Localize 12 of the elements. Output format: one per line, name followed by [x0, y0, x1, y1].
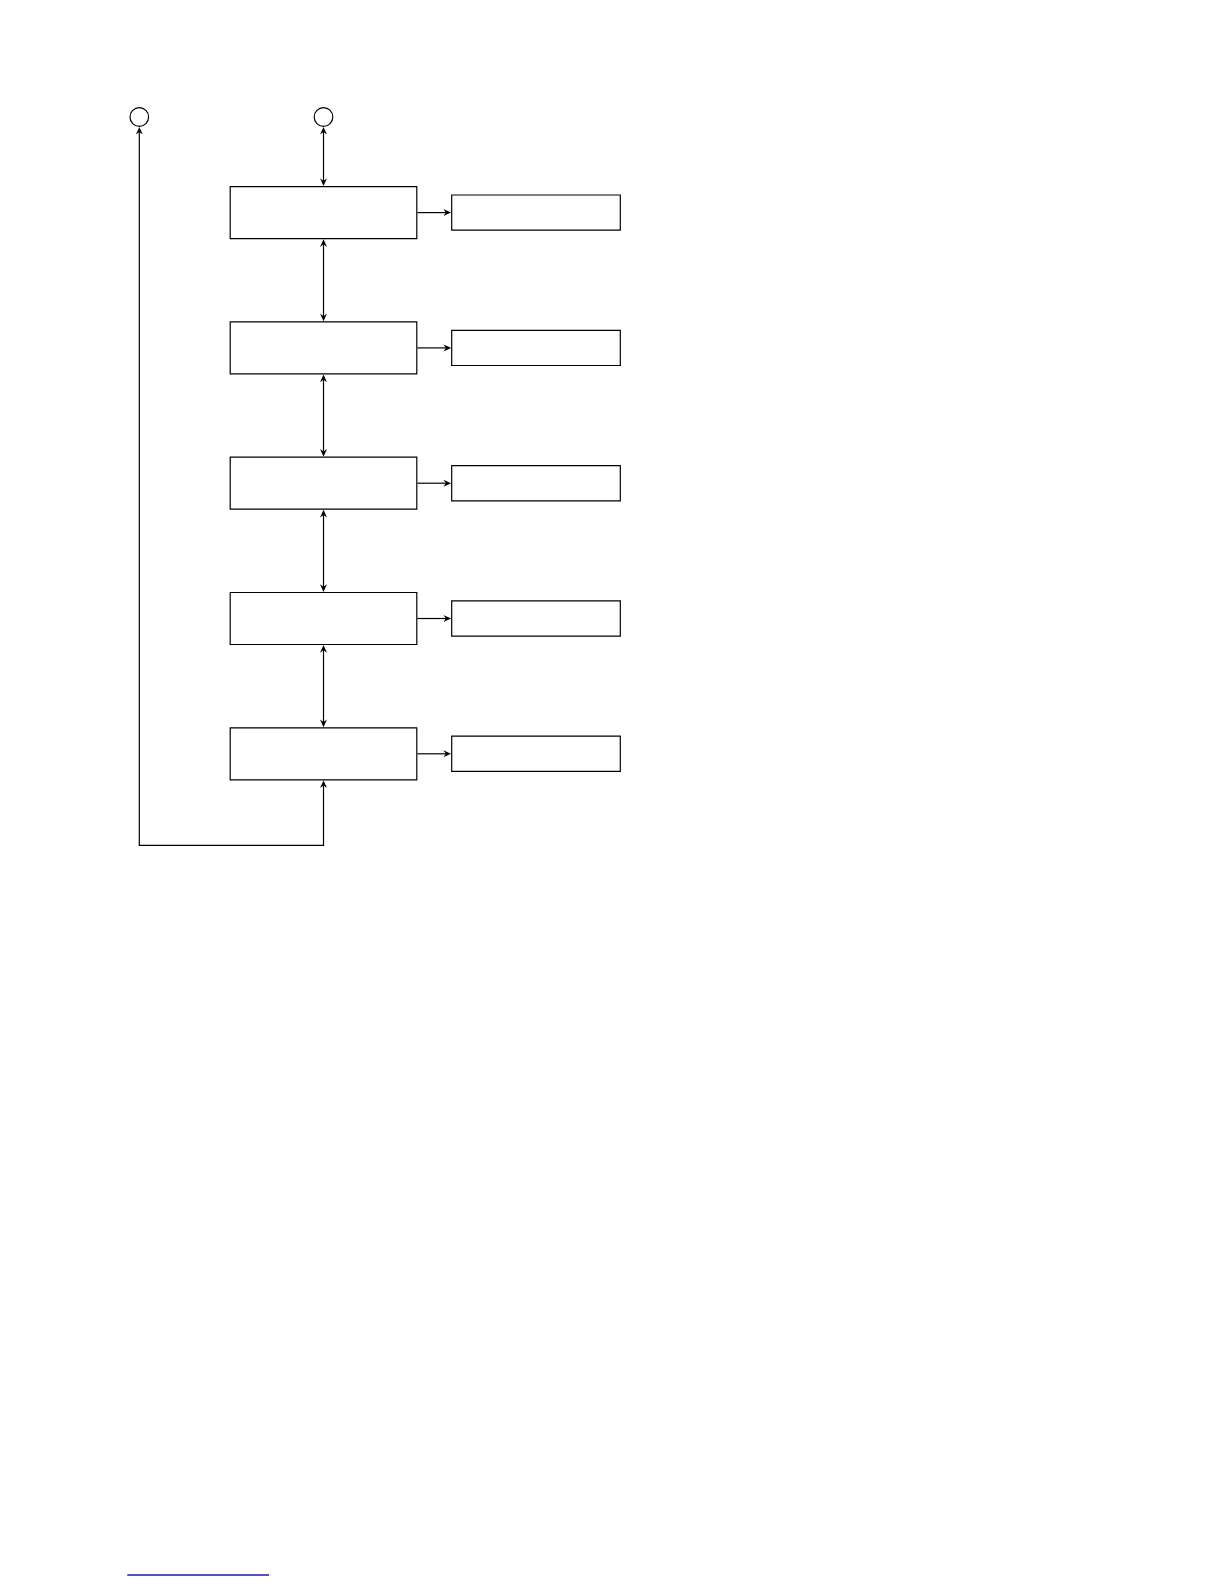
output-box [451, 735, 621, 772]
process-box [229, 456, 418, 510]
process-box [229, 591, 418, 646]
output-box [451, 465, 621, 502]
process-box [229, 321, 418, 375]
output-box [451, 329, 621, 367]
connector-circle [313, 107, 334, 127]
process-box [229, 727, 418, 781]
output-box [451, 600, 621, 637]
process-box [229, 186, 418, 240]
output-box [451, 194, 621, 231]
connector-circle [129, 107, 150, 127]
